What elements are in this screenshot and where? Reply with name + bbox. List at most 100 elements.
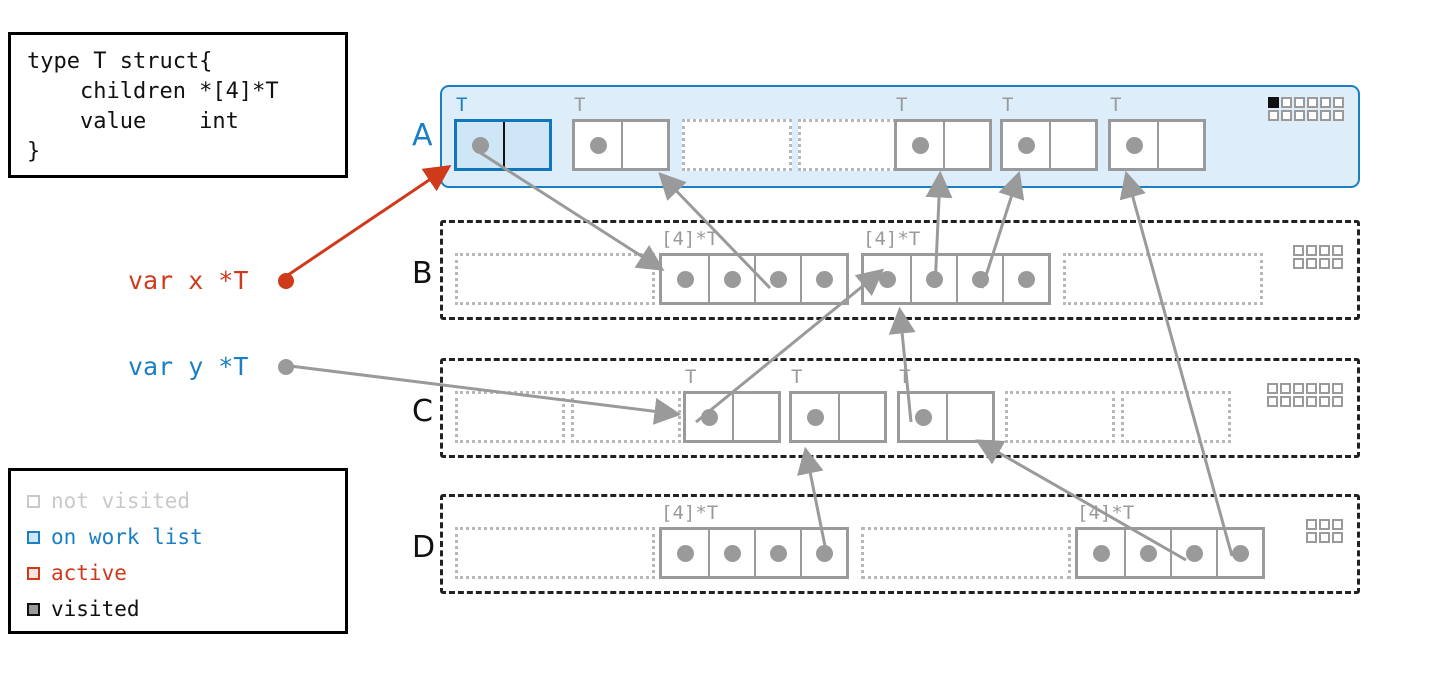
span-a-object-6[interactable]	[1108, 119, 1206, 171]
span-b-object-2-cell-0	[864, 256, 910, 302]
go-struct-definition-box: type T struct{ children *[4]*T value int…	[8, 32, 348, 178]
span-c-object-3[interactable]	[789, 391, 887, 443]
pointer-dot	[769, 544, 787, 562]
span-c-object-3-type-label: T	[791, 366, 803, 388]
span-label-c: C	[412, 394, 433, 429]
legend-label-not-visited: not visited	[51, 489, 191, 513]
span-b-object-1[interactable]	[659, 253, 849, 305]
variable-y: var y *T	[128, 352, 248, 381]
variable-x: var x *T	[128, 266, 248, 295]
legend-label-active: active	[51, 561, 127, 585]
pointer-dot	[723, 270, 741, 288]
span-b-object-1-type-label: [4]*T	[661, 228, 719, 250]
pointer-dot	[878, 270, 896, 288]
span-c-object-3-field-children	[792, 394, 838, 440]
pointer-dot	[815, 270, 833, 288]
span-d-object-3-cell-1	[1124, 530, 1170, 576]
pointer-dot	[1017, 270, 1035, 288]
pointer-dot	[1017, 136, 1035, 154]
span-c: T T T	[440, 358, 1360, 458]
pointer-dot	[1139, 544, 1157, 562]
span-d-object-3-cell-0	[1078, 530, 1124, 576]
span-a-object-6-type-label: T	[1110, 94, 1122, 116]
pointer-dot	[914, 408, 932, 426]
span-c-object-4[interactable]	[897, 391, 995, 443]
pointer-dot	[589, 136, 607, 154]
span-a-object-4-type-label: T	[896, 94, 908, 116]
span-d-mark-bitmap-icon	[1306, 519, 1343, 543]
span-label-a: A	[412, 118, 433, 153]
span-d-object-1[interactable]	[659, 527, 849, 579]
span-a-free-slot-1	[798, 119, 908, 171]
pointer-dot	[806, 408, 824, 426]
pointer-dot	[676, 544, 694, 562]
variable-y-label: var y *T	[128, 352, 249, 381]
span-c-object-2[interactable]	[683, 391, 781, 443]
span-d-object-1-cell-3	[800, 530, 846, 576]
span-a-object-5-type-label: T	[1002, 94, 1014, 116]
span-a-object-4-field-value	[943, 122, 989, 168]
variable-x-label: var x *T	[128, 266, 249, 295]
span-c-object-2-field-value	[732, 394, 778, 440]
span-a-object-1-field-children	[575, 122, 621, 168]
span-b-free-slot-0	[455, 253, 655, 305]
pointer-dot	[1092, 544, 1110, 562]
pointer-dot	[1231, 544, 1249, 562]
span-d-object-1-type-label: [4]*T	[661, 502, 719, 524]
span-a-object-5-field-value	[1049, 122, 1095, 168]
span-d-object-3-type-label: [4]*T	[1077, 502, 1135, 524]
span-d-object-1-cell-1	[708, 530, 754, 576]
span-a-object-6-field-children	[1111, 122, 1157, 168]
pointer-dot	[1185, 544, 1203, 562]
pointer-dot	[676, 270, 694, 288]
legend-swatch-active	[27, 566, 40, 580]
span-label-b: B	[412, 256, 433, 291]
span-b-object-2[interactable]	[861, 253, 1051, 305]
pointer-dot	[723, 544, 741, 562]
span-a-object-4[interactable]	[894, 119, 992, 171]
span-c-free-slot-1	[571, 391, 681, 443]
span-b-object-1-cell-0	[662, 256, 708, 302]
span-c-object-2-field-children	[686, 394, 732, 440]
legend-swatch-visited	[27, 602, 40, 616]
span-a-object-1-type-label: T	[574, 94, 586, 116]
span-c-free-slot-3	[1121, 391, 1231, 443]
pointer-dot	[911, 136, 929, 154]
legend-label-visited: visited	[51, 597, 140, 621]
gc-state-legend: not visited on work list active visited	[8, 468, 348, 634]
span-b-object-1-cell-2	[754, 256, 800, 302]
span-a-object-0-type-label: T	[456, 94, 468, 116]
legend-item-not-visited: not visited	[27, 483, 345, 519]
go-struct-definition-code: type T struct{ children *[4]*T value int…	[27, 49, 279, 164]
span-c-free-slot-2	[1005, 391, 1115, 443]
span-d-object-1-cell-0	[662, 530, 708, 576]
span-b-object-1-cell-1	[708, 256, 754, 302]
legend-label-on-work-list: on work list	[51, 525, 203, 549]
span-a-object-0-field-children	[457, 122, 503, 168]
span-d: [4]*T [4]*T	[440, 494, 1360, 594]
span-b-free-slot-1	[1063, 253, 1263, 305]
span-b-object-2-cell-3	[1002, 256, 1048, 302]
span-a-object-6-field-value	[1157, 122, 1203, 168]
span-a-object-5[interactable]	[1000, 119, 1098, 171]
span-a-free-slot-0	[682, 119, 792, 171]
legend-item-visited: visited	[27, 591, 345, 627]
span-a-object-5-field-children	[1003, 122, 1049, 168]
span-b-mark-bitmap-icon	[1293, 245, 1343, 269]
span-a-mark-bitmap-icon	[1268, 97, 1344, 121]
legend-item-on-work-list: on work list	[27, 519, 345, 555]
span-a-object-0[interactable]	[454, 119, 552, 171]
legend-swatch-not-visited	[27, 494, 40, 508]
span-c-object-2-type-label: T	[685, 366, 697, 388]
span-d-object-1-cell-2	[754, 530, 800, 576]
span-b-object-2-cell-2	[956, 256, 1002, 302]
pointer-dot	[700, 408, 718, 426]
span-a-object-1[interactable]	[572, 119, 670, 171]
legend-item-active: active	[27, 555, 345, 591]
span-d-object-3[interactable]	[1075, 527, 1265, 579]
span-d-object-3-cell-3	[1216, 530, 1262, 576]
span-d-free-slot-1	[861, 527, 1071, 579]
pointer-dot	[1125, 136, 1143, 154]
pointer-dot	[769, 270, 787, 288]
pointer-dot	[925, 270, 943, 288]
